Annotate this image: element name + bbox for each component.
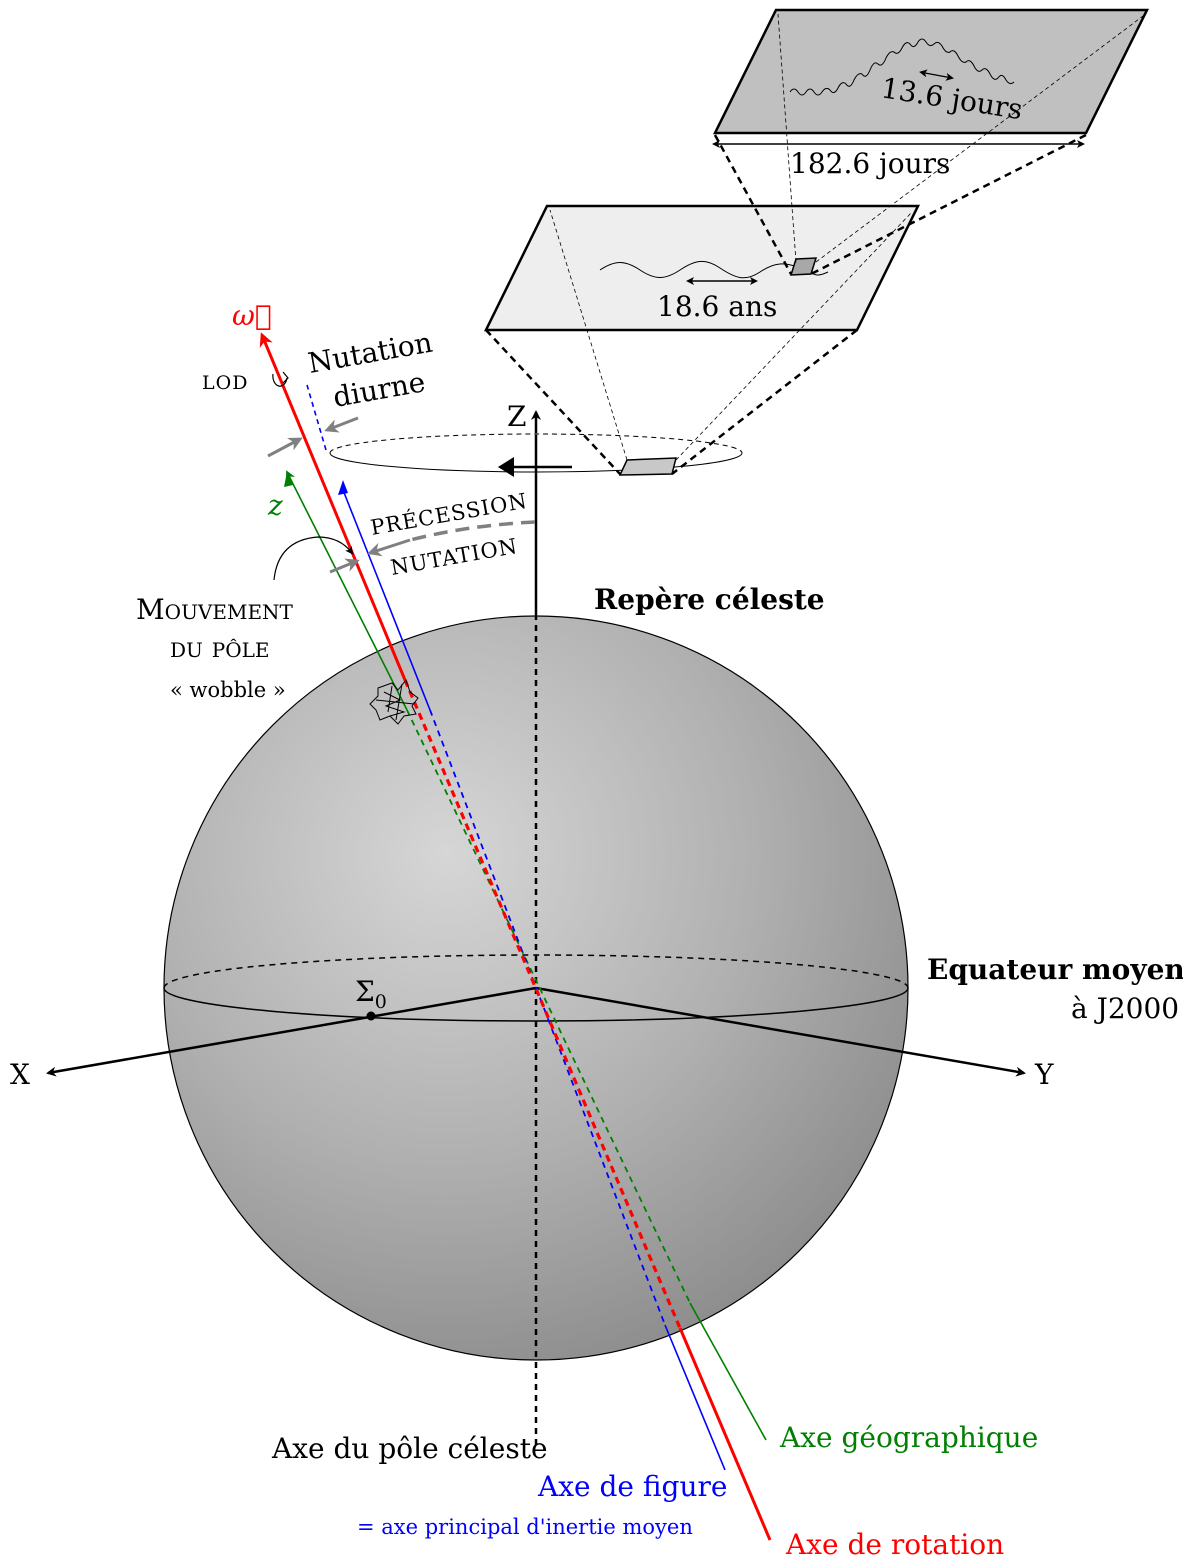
geographic-axis-arrowhead [284, 472, 293, 487]
period-18-6-label: 18.6 ans [657, 290, 777, 323]
figure-axis-top [342, 489, 431, 711]
rotation-axis-bottom [678, 1327, 772, 1541]
thick-proj-3 [713, 134, 793, 275]
equateur-label-1: Equateur moyen [927, 953, 1183, 986]
panel-182-6-jours [712, 8, 1150, 135]
rotation-arrow-icon [272, 371, 289, 387]
geographic-axis-bottom [689, 1302, 767, 1441]
mouvement-label-1: Mouvement [136, 593, 294, 626]
axe-figure-label: Axe de figure [537, 1470, 727, 1503]
equator-front [163, 987, 909, 1022]
nutation-diurne-arrow-left [267, 437, 303, 458]
axe-pole-label: Axe du pôle céleste [271, 1432, 548, 1465]
period-182-6-label: 182.6 jours [790, 147, 950, 180]
polar-motion-pointer [273, 536, 354, 581]
precession-nutation-arrow [367, 538, 411, 557]
rotation-axis-in [403, 679, 682, 1329]
sigma0-label: Σ0 [355, 975, 387, 1013]
x-axis-label: X [10, 1058, 30, 1091]
lod-label: LOD [202, 372, 248, 394]
figure-axis-dash-top [306, 384, 327, 451]
nutation-wave-13-6 [789, 38, 1015, 96]
axe-inertie-label: = axe principal d'inertie moyen [357, 1515, 693, 1539]
thick-proj-4 [810, 133, 1087, 276]
nutation-diurne-arrow-right [324, 416, 359, 433]
omega-label: ω⃗ [232, 299, 272, 332]
wobble-scribble-icon [369, 678, 419, 725]
repere-celeste-label: Repère céleste [594, 583, 825, 616]
zoom-source-small [618, 457, 677, 476]
thin-proj-4 [815, 15, 1144, 263]
polar-motion-arrow [329, 558, 360, 574]
thin-proj-2 [675, 211, 913, 461]
geographic-axis-top [286, 470, 408, 711]
precession-nutation-arc [409, 520, 536, 542]
figure-axis-arrowhead [338, 480, 348, 495]
precession-circle-back-dash [329, 433, 743, 454]
axe-rotation-label: Axe de rotation [785, 1528, 1004, 1560]
z-cap-axis-label: Z [507, 400, 526, 433]
y-axis-line [535, 986, 1026, 1077]
z-axis-label: z [267, 489, 283, 522]
figure-axis-bottom [664, 1324, 726, 1471]
sigma0-point [366, 1011, 376, 1021]
axe-geo-label: Axe géographique [779, 1421, 1038, 1454]
x-axis-line [46, 986, 537, 1077]
thick-proj-2 [671, 329, 858, 475]
thin-proj-1 [549, 209, 628, 461]
thick-proj-1 [485, 329, 621, 475]
wobble-label: « wobble » [170, 678, 286, 702]
y-axis-label: Y [1034, 1058, 1054, 1091]
period-13-6-arrow [919, 69, 954, 81]
zoom-source-mid [789, 257, 818, 276]
equateur-label-2: à J2000 [1071, 992, 1179, 1025]
precession-label: PRÉCESSION [369, 489, 530, 540]
precession-arrowhead [498, 457, 514, 477]
mouvement-label-2: du pôle [170, 631, 270, 664]
rotation-axis-top [259, 332, 407, 681]
sigma0-subscript: 0 [375, 991, 387, 1013]
